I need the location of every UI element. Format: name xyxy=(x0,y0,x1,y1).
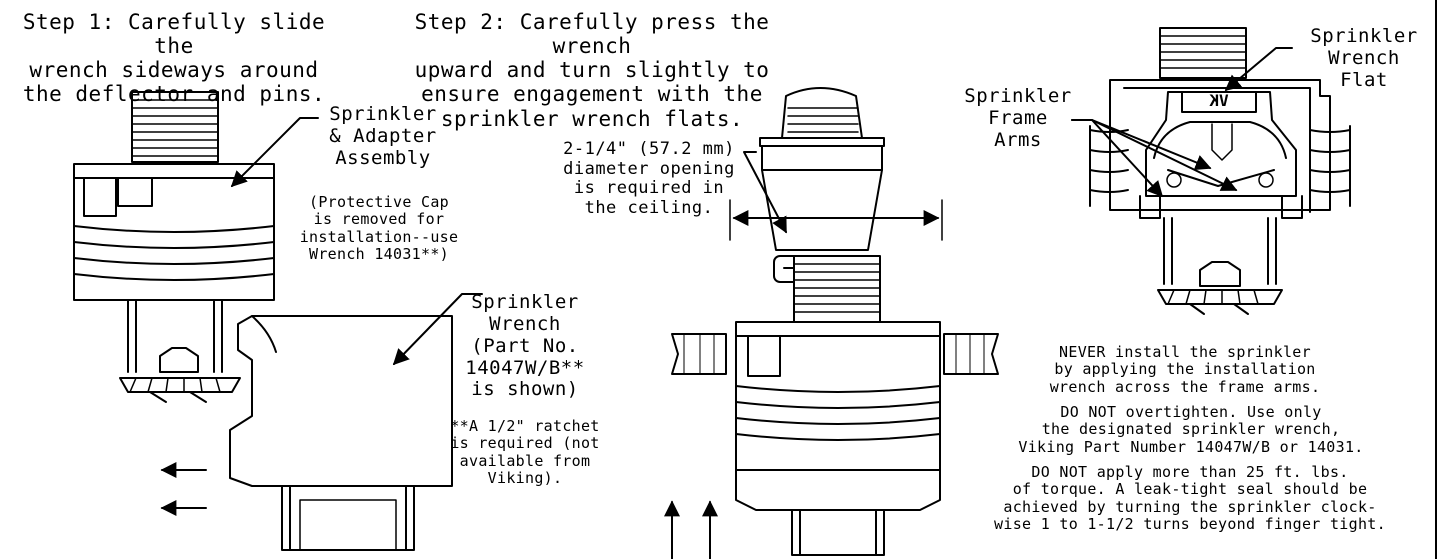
left-sprinkler-wrench xyxy=(230,316,452,550)
adapter-assembly-label: Sprinkler & Adapter Assembly xyxy=(329,103,437,169)
right-detail xyxy=(1090,28,1350,314)
frame-arms-label: Sprinkler Frame Arms xyxy=(964,85,1072,151)
step-2-instruction: Step 2: Carefully press the wrench upwar… xyxy=(414,10,770,131)
overtighten-warning: DO NOT overtighten. Use only the designa… xyxy=(1018,403,1364,456)
wrench-flat-label: Sprinkler Wrench Flat xyxy=(1310,25,1418,91)
viking-logo: VK xyxy=(1209,91,1229,110)
ceiling-opening-label: 2-1/4" (57.2 mm) diameter opening is req… xyxy=(563,139,735,218)
step-1-instruction: Step 1: Carefully slide the wrench sidew… xyxy=(22,10,326,107)
torque-warning: DO NOT apply more than 25 ft. lbs. of to… xyxy=(994,463,1386,533)
left-sprinkler-assembly xyxy=(74,92,274,402)
ratchet-note: **A 1/2" ratchet is required (not availa… xyxy=(450,417,600,487)
protective-cap-note: (Protective Cap is removed for installat… xyxy=(299,193,459,263)
never-warning: NEVER install the sprinkler by applying … xyxy=(1049,343,1321,396)
center-sprinkler xyxy=(672,256,998,555)
sprinkler-wrench-label: Sprinkler Wrench (Part No. 14047W/B** is… xyxy=(465,291,585,401)
